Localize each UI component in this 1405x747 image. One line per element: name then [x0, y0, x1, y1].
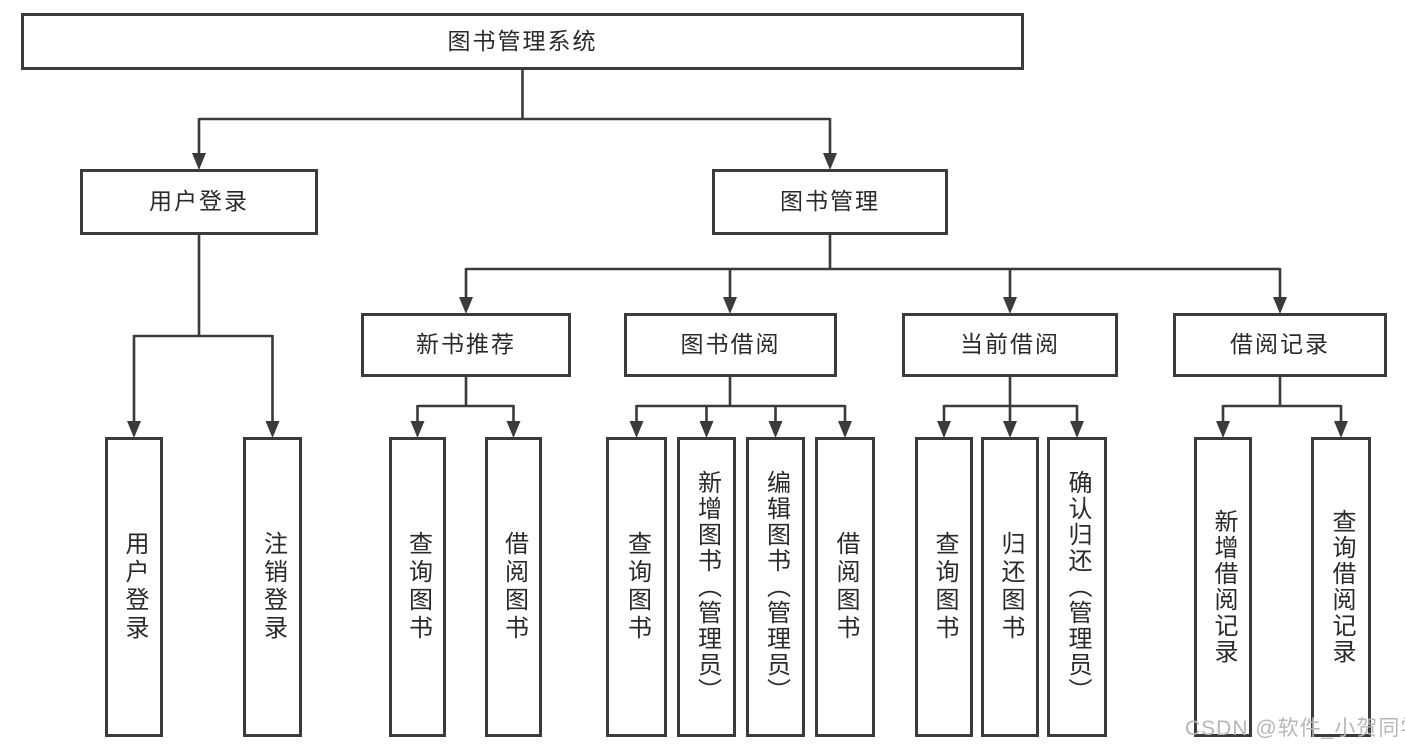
- leaf-add-borrow-record: 新增借阅记录: [1194, 437, 1252, 737]
- node-root-system: 图书管理系统: [21, 13, 1024, 70]
- node-book-management: 图书管理: [712, 169, 948, 235]
- node-borrow-records: 借阅记录: [1173, 313, 1387, 377]
- leaf-recommend-query-books: 查询图书: [389, 437, 446, 737]
- leaf-query-borrow-record: 查询借阅记录: [1311, 437, 1371, 737]
- leaf-recommend-borrow-books: 借阅图书: [485, 437, 542, 737]
- node-book-borrow: 图书借阅: [624, 313, 837, 377]
- leaf-confirm-return-admin: 确认归还（管理员）: [1047, 437, 1107, 737]
- csdn-watermark: CSDN @软件_小贺同学: [1185, 717, 1405, 740]
- node-current-borrow: 当前借阅: [902, 313, 1118, 377]
- arrowheads: [127, 153, 1348, 438]
- node-new-book-recommend: 新书推荐: [361, 313, 571, 377]
- leaf-return-books: 归还图书: [981, 437, 1039, 737]
- node-user-login: 用户登录: [80, 169, 318, 235]
- leaf-logout: 注销登录: [243, 437, 302, 737]
- leaf-edit-books-admin: 编辑图书（管理员）: [746, 437, 805, 737]
- leaf-user-login: 用户登录: [105, 437, 163, 737]
- leaf-borrow-query-books: 查询图书: [606, 437, 667, 737]
- leaf-add-books-admin: 新增图书（管理员）: [677, 437, 736, 737]
- leaf-current-query-books: 查询图书: [915, 437, 973, 737]
- leaf-borrow-books: 借阅图书: [815, 437, 875, 737]
